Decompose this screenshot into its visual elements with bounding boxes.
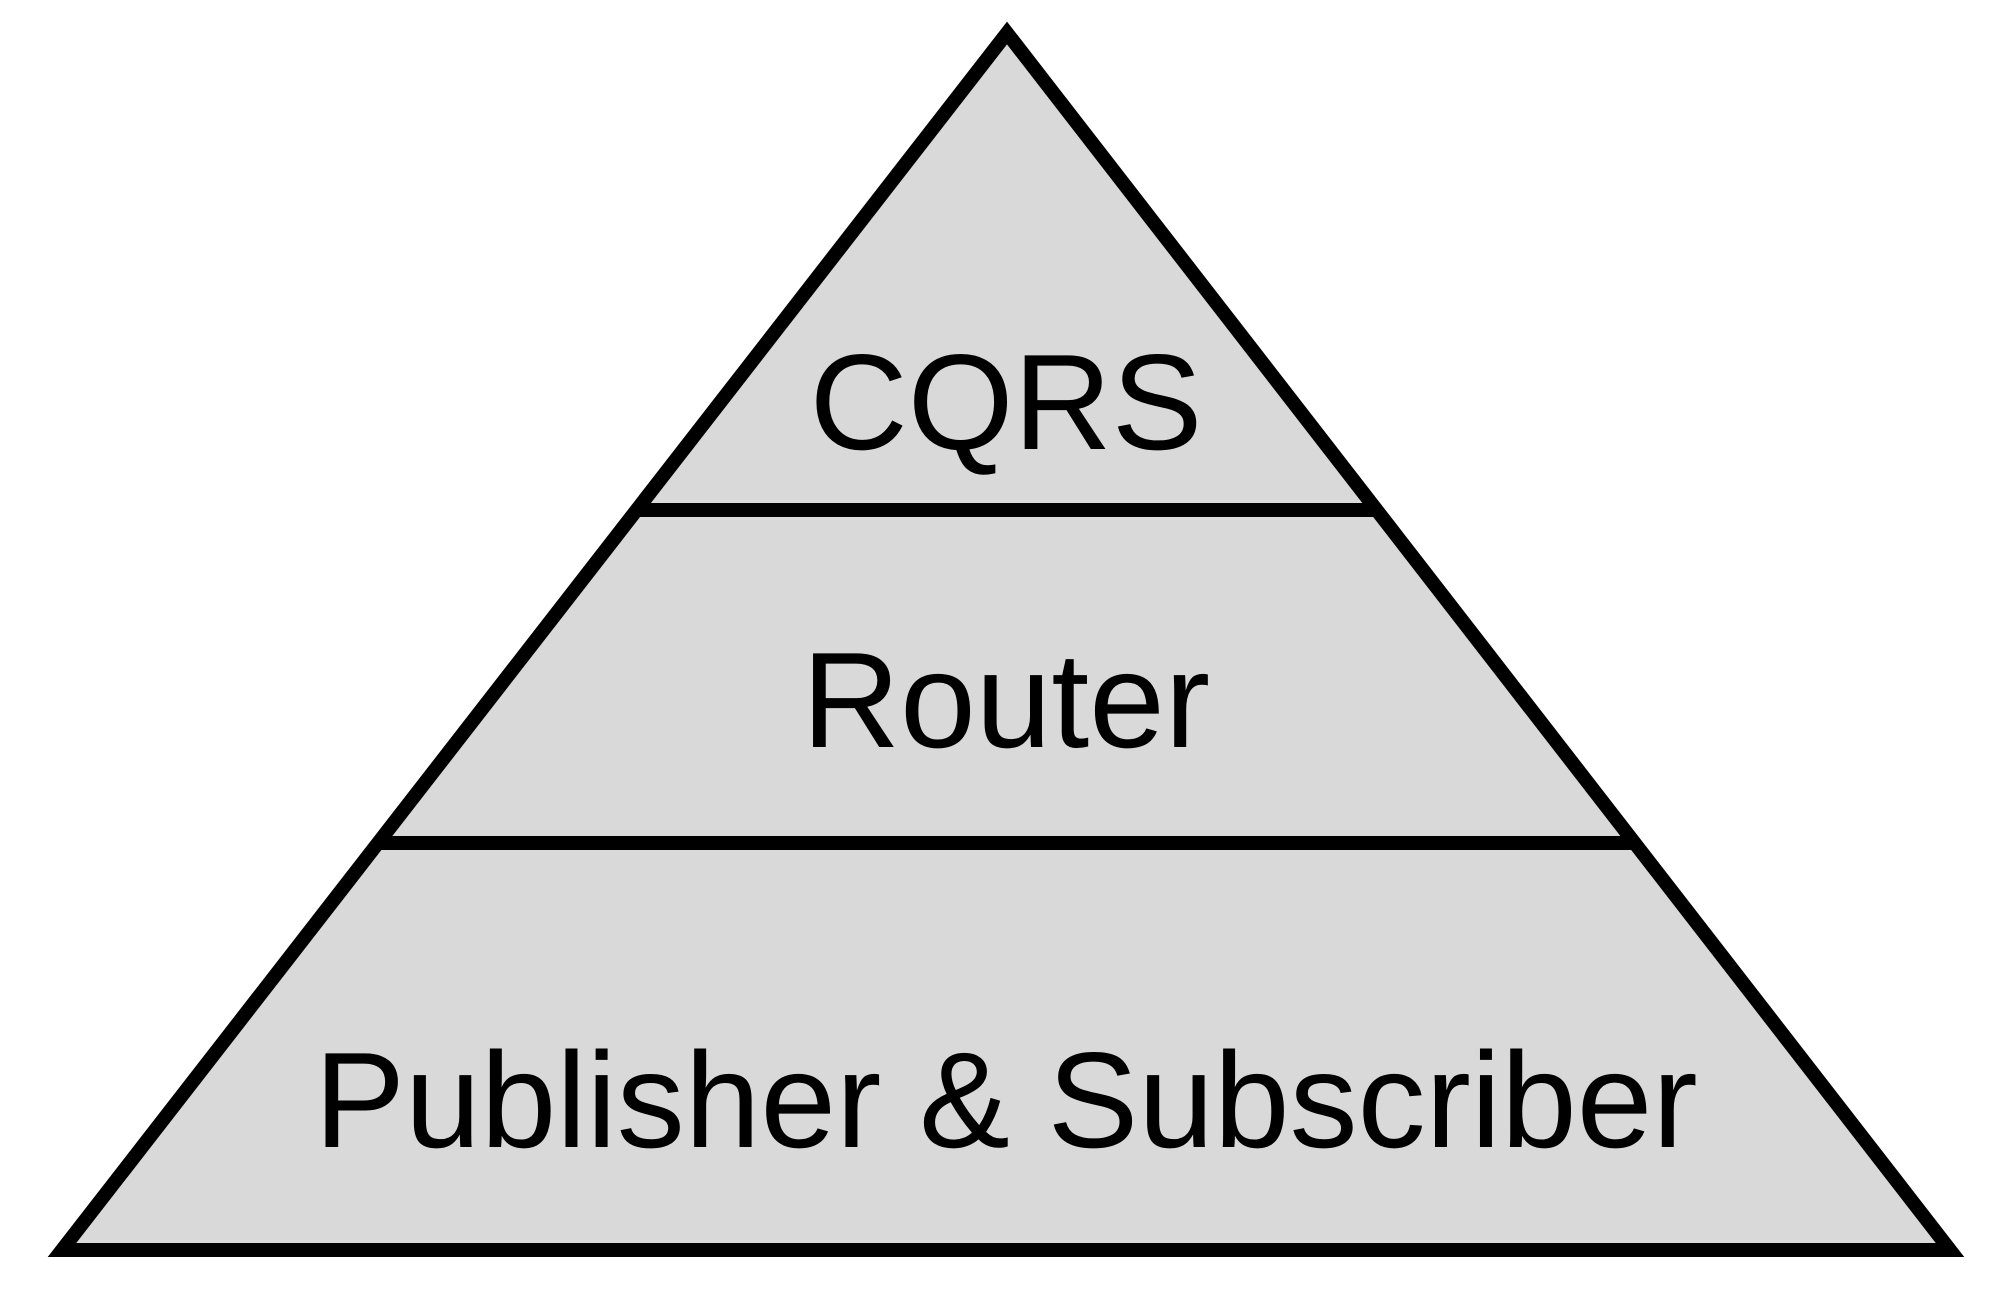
layer-label-router: Router: [802, 624, 1210, 776]
pyramid-shape: [47, 21, 1965, 1257]
layer-label-cqrs: CQRS: [810, 326, 1203, 478]
layer-label-publisher-subscriber: Publisher & Subscriber: [314, 1024, 1697, 1176]
